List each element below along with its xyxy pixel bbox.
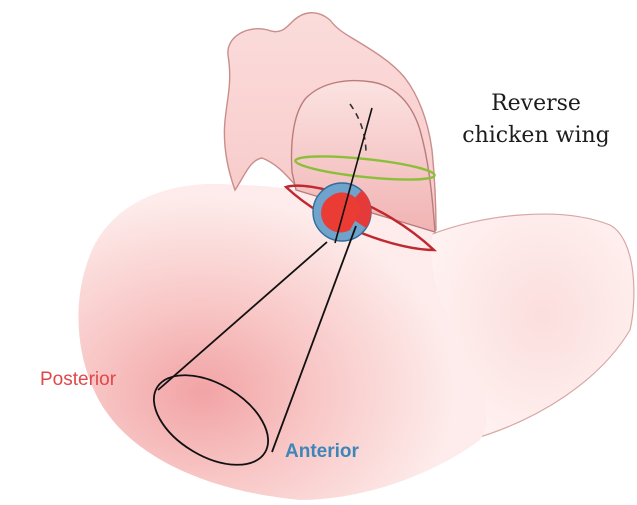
figure-title: Reverse chicken wing xyxy=(436,88,636,152)
anterior-label: Anterior xyxy=(285,441,359,463)
posterior-label: Posterior xyxy=(40,369,116,391)
title-line-1: Reverse xyxy=(436,88,636,120)
title-line-2: chicken wing xyxy=(436,120,636,152)
stomach-body xyxy=(78,184,486,500)
